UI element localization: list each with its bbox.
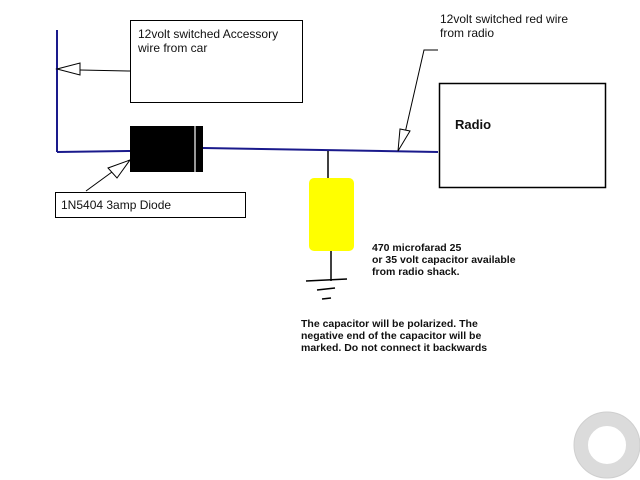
polarity-note-line: marked. Do not connect it backwards — [301, 342, 488, 354]
diode-arrow-line — [85, 171, 113, 192]
polarity-note-line: The capacitor will be polarized. The — [301, 318, 478, 330]
diode-body — [130, 126, 203, 172]
red-wire-label-line: from radio — [440, 26, 495, 40]
capacitor-label-line: or 35 volt capacitor available — [372, 254, 516, 266]
accessory-arrow-line — [79, 69, 131, 72]
red-wire-label: 12volt switched red wire from radio — [440, 12, 568, 40]
accessory-wire-label: 12volt switched Accessory wire from car — [138, 27, 278, 55]
ground-icon — [305, 278, 348, 300]
red-wire-label-line: 12volt switched red wire — [440, 12, 569, 26]
wire-to-diode — [56, 150, 131, 153]
accessory-wire-label-line: wire from car — [138, 41, 208, 55]
polarity-note-line: negative end of the capacitor will be — [301, 330, 482, 342]
radio-label: Radio — [455, 117, 492, 132]
accessory-arrowhead — [55, 62, 81, 76]
watermark-logo — [573, 411, 640, 479]
wire-diode-to-radio — [202, 147, 439, 153]
radio-box — [438, 82, 607, 189]
capacitor-label-line: from radio shack. — [372, 266, 460, 278]
capacitor-label-line: 470 microfarad 25 — [372, 242, 462, 254]
capacitor-body — [309, 178, 354, 251]
red-wire-arrowhead — [397, 128, 411, 152]
red-wire-leader — [404, 49, 438, 134]
accessory-wire-label-line: 12volt switched Accessory — [138, 27, 279, 41]
capacitor-label: 470 microfarad 25 or 35 volt capacitor a… — [372, 242, 516, 278]
diode-arrowhead — [107, 158, 132, 179]
polarity-note: The capacitor will be polarized. The neg… — [301, 318, 487, 354]
diode-label: 1N5404 3amp Diode — [61, 198, 172, 212]
accessory-label-box — [130, 20, 303, 103]
diode-label-box — [55, 192, 246, 218]
